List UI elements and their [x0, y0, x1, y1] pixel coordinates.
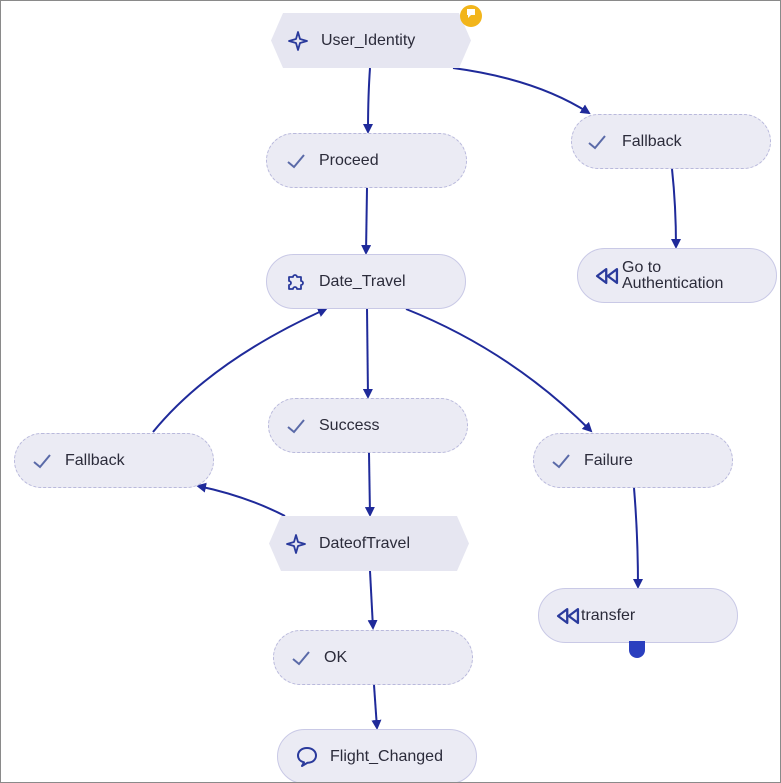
node-label: Success [319, 416, 380, 434]
node-user-identity[interactable]: User_Identity [271, 13, 471, 68]
edge-date-travel-to-failure [405, 308, 593, 433]
edge-user-identity-to-fallback [452, 67, 591, 115]
check-icon [29, 448, 55, 474]
speech-bubble-icon [294, 744, 320, 770]
node-label: DateofTravel [319, 534, 410, 552]
node-proceed[interactable]: Proceed [266, 133, 467, 188]
node-success[interactable]: Success [268, 398, 468, 453]
node-ok[interactable]: OK [273, 630, 473, 685]
edge-date-of-travel-to-ok [367, 570, 378, 630]
rewind-icon [594, 263, 620, 289]
edge-date-travel-to-success [362, 307, 373, 399]
node-label: Proceed [319, 151, 379, 169]
node-flight-changed[interactable]: Flight_Changed [277, 729, 477, 782]
check-icon [283, 148, 309, 174]
edge-fallback-to-date-travel [152, 307, 328, 433]
node-label: OK [324, 648, 348, 666]
edge-failure-to-transfer [632, 487, 643, 589]
node-label: Flight_Changed [330, 747, 443, 765]
rewind-icon [555, 603, 581, 629]
check-icon [548, 448, 574, 474]
sparkle-icon [285, 28, 311, 54]
flag-badge[interactable] [460, 5, 482, 27]
node-label: User_Identity [321, 31, 416, 49]
puzzle-icon [283, 269, 309, 295]
edge-date-of-travel-to-fallback [196, 482, 286, 517]
node-go-to-authentication[interactable]: Go to Authentication [577, 248, 777, 303]
edge-proceed-to-date-travel [361, 187, 372, 255]
connector-handle[interactable] [629, 641, 645, 658]
node-label: transfer [581, 606, 636, 624]
sparkle-icon [283, 531, 309, 557]
node-label: Failure [584, 451, 633, 469]
node-date-of-travel[interactable]: DateofTravel [269, 516, 469, 571]
check-icon [288, 645, 314, 671]
node-label: Fallback [622, 132, 682, 150]
check-icon [584, 129, 610, 155]
edge-fallback-to-go-to-auth [670, 168, 681, 249]
node-transfer[interactable]: transfer [538, 588, 738, 643]
node-date-travel[interactable]: Date_Travel [266, 254, 466, 309]
edge-ok-to-flight-changed [371, 684, 382, 730]
edge-success-to-date-of-travel [364, 452, 375, 517]
node-fallback-top[interactable]: Fallback [571, 114, 771, 169]
node-label: Go to Authentication [622, 258, 724, 292]
edge-user-identity-to-proceed [363, 67, 374, 134]
node-fallback-left[interactable]: Fallback [14, 433, 214, 488]
node-label: Date_Travel [319, 272, 406, 290]
node-label: Fallback [65, 451, 125, 469]
node-failure[interactable]: Failure [533, 433, 733, 488]
check-icon [283, 413, 309, 439]
flag-icon [465, 7, 477, 25]
